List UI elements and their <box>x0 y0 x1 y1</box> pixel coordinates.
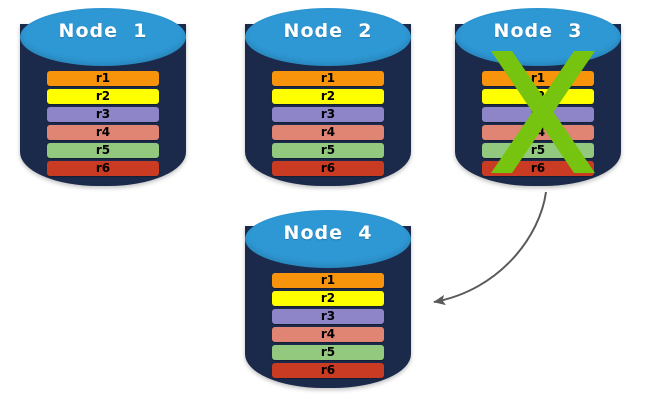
arrow-line <box>433 191 547 306</box>
row-bar-r1[interactable]: r1 <box>272 273 384 288</box>
row-bar-r3[interactable]: r3 <box>272 309 384 324</box>
row-bar-r5[interactable]: r5 <box>272 143 384 158</box>
cylinder-top <box>245 210 411 268</box>
node-cylinder-1[interactable]: Node 1 r1 r2 r3 r4 r5 r6 <box>20 8 186 186</box>
row-list: r1 r2 r3 r4 r5 r6 <box>272 273 384 378</box>
cylinder-top <box>245 8 411 66</box>
row-list: r1 r2 r3 r4 r5 r6 <box>47 71 159 176</box>
row-bar-r3[interactable]: r3 <box>482 107 594 122</box>
row-bar-r5[interactable]: r5 <box>482 143 594 158</box>
cylinder-top <box>20 8 186 66</box>
node-cylinder-4[interactable]: Node 4 r1 r2 r3 r4 r5 r6 <box>245 210 411 388</box>
row-bar-r5[interactable]: r5 <box>47 143 159 158</box>
row-bar-r1[interactable]: r1 <box>47 71 159 86</box>
row-bar-r5[interactable]: r5 <box>272 345 384 360</box>
row-bar-r6[interactable]: r6 <box>272 161 384 176</box>
row-bar-r6[interactable]: r6 <box>47 161 159 176</box>
row-bar-r4[interactable]: r4 <box>272 327 384 342</box>
row-bar-r2[interactable]: r2 <box>272 89 384 104</box>
row-list: r1 r2 r3 r4 r5 r6 <box>272 71 384 176</box>
row-list: r1 r2 r3 r4 r5 r6 <box>482 71 594 176</box>
node-cylinder-3[interactable]: Node 3 r1 r2 r3 r4 r5 r6 <box>455 8 621 186</box>
row-bar-r2[interactable]: r2 <box>47 89 159 104</box>
row-bar-r2[interactable]: r2 <box>272 291 384 306</box>
row-bar-r2[interactable]: r2 <box>482 89 594 104</box>
row-bar-r4[interactable]: r4 <box>482 125 594 140</box>
row-bar-r1[interactable]: r1 <box>272 71 384 86</box>
cylinder-top <box>455 8 621 66</box>
row-bar-r4[interactable]: r4 <box>272 125 384 140</box>
node-cylinder-2[interactable]: Node 2 r1 r2 r3 r4 r5 r6 <box>245 8 411 186</box>
row-bar-r6[interactable]: r6 <box>482 161 594 176</box>
row-bar-r4[interactable]: r4 <box>47 125 159 140</box>
row-bar-r1[interactable]: r1 <box>482 71 594 86</box>
row-bar-r6[interactable]: r6 <box>272 363 384 378</box>
row-bar-r3[interactable]: r3 <box>47 107 159 122</box>
row-bar-r3[interactable]: r3 <box>272 107 384 122</box>
